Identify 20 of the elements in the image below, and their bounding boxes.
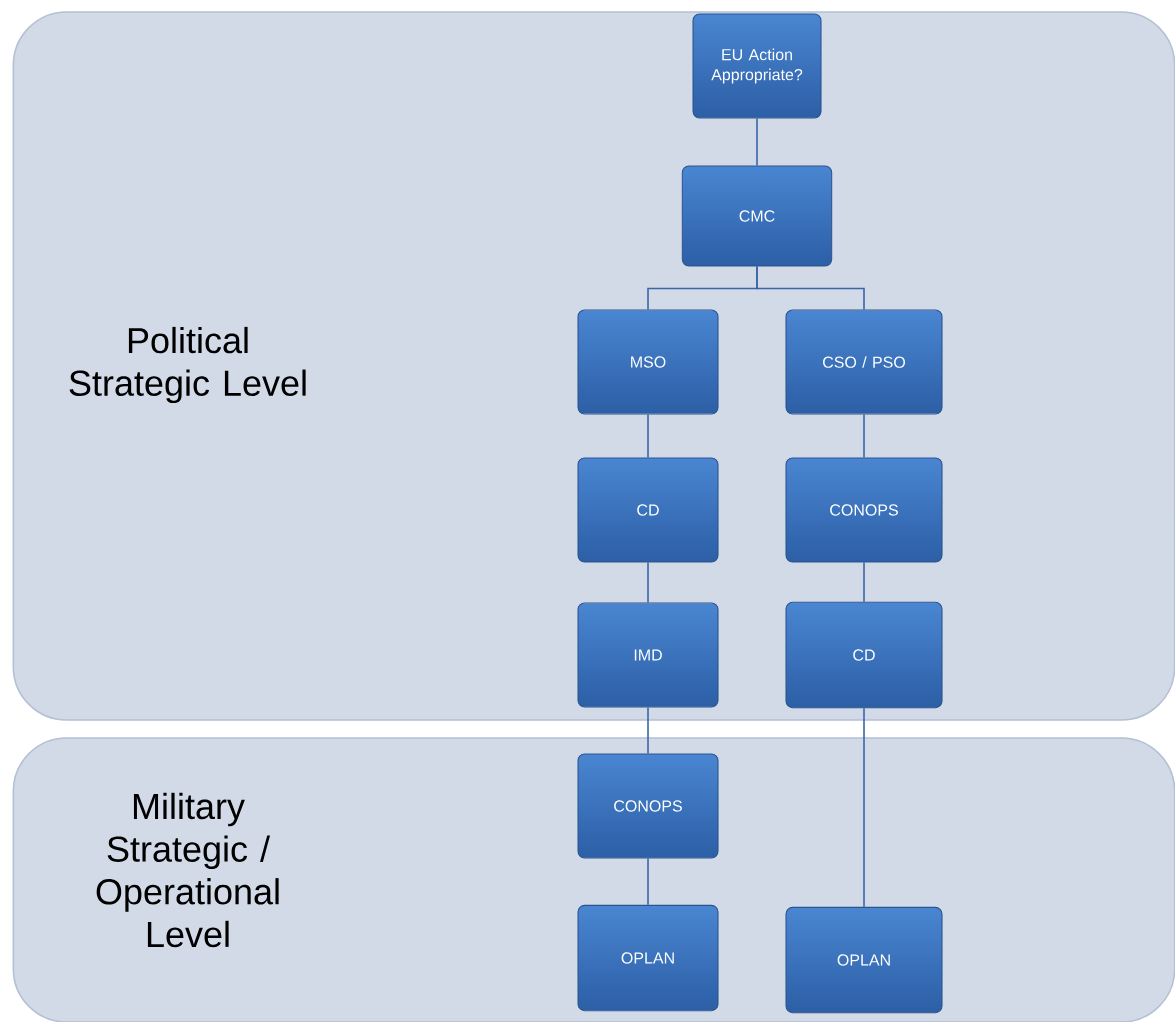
connector-line	[647, 413, 649, 459]
connector-line	[863, 707, 865, 908]
connector-line	[647, 857, 649, 906]
connector-line	[863, 561, 865, 603]
process-box: CONOPS	[577, 753, 719, 859]
process-box: EU Action Appropriate?	[692, 13, 822, 119]
process-box: OPLAN	[577, 904, 719, 1012]
process-box: MSO	[577, 309, 719, 415]
process-box: OPLAN	[785, 906, 943, 1014]
process-box: CONOPS	[785, 457, 943, 563]
connector-line	[647, 561, 649, 604]
connector-line	[863, 413, 865, 459]
connector-line	[756, 117, 758, 167]
connector-line	[756, 265, 865, 311]
connector-line	[647, 706, 649, 755]
process-box: CMC	[681, 165, 833, 267]
process-box: IMD	[577, 602, 719, 708]
process-box: CSO / PSO	[785, 309, 943, 415]
process-box: CD	[577, 457, 719, 563]
process-box: CD	[785, 601, 943, 709]
